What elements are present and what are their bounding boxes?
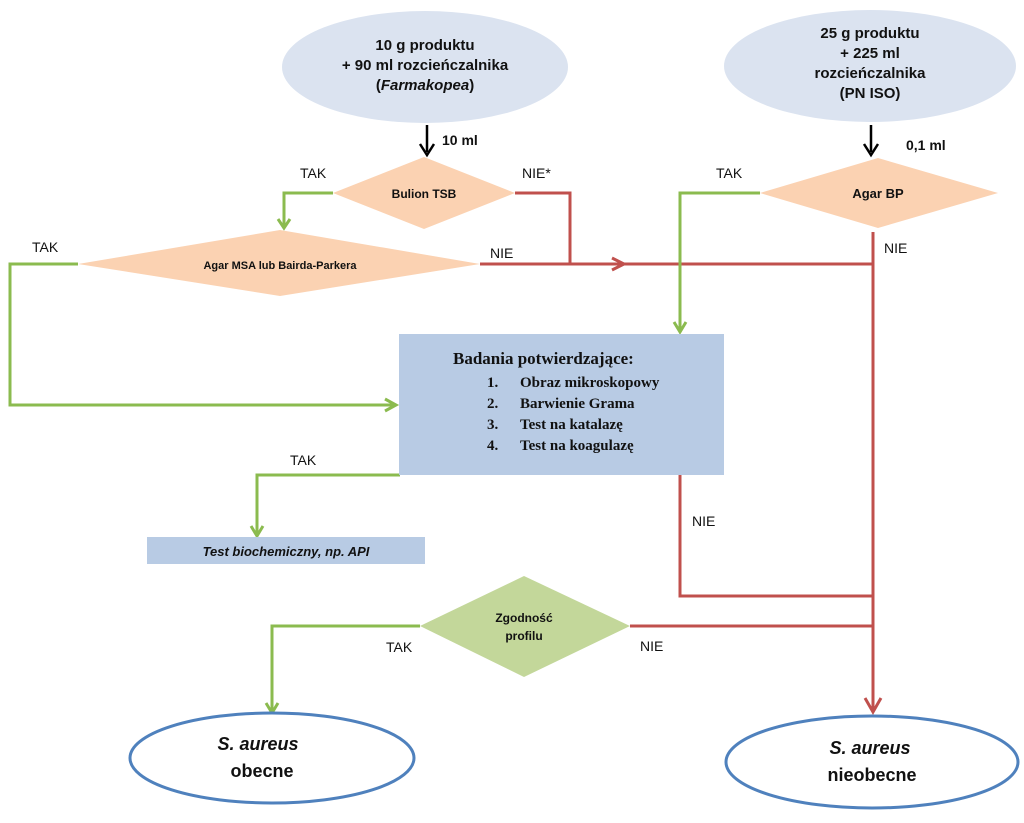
decision-agar-bp-label: Agar BP <box>852 186 904 201</box>
decision-zgodnosc-line1: Zgodność <box>495 611 553 625</box>
volume-label-left: 10 ml <box>442 132 478 148</box>
tak-agar-msa-line <box>8 262 395 407</box>
label-tak-bulion: TAK <box>300 165 327 181</box>
end-ellipse-present: S. aureus obecne <box>128 711 416 805</box>
confirmation-item-4-num: 4. <box>487 438 499 454</box>
confirmation-title: Badania potwierdzające: <box>453 349 634 368</box>
decision-agar-msa-label: Agar MSA lub Bairda-Parkera <box>203 260 357 272</box>
confirmation-item-4-text: Test na koagulazę <box>520 438 634 454</box>
label-tak-agar-msa: TAK <box>32 239 59 255</box>
volume-arrow-right-head <box>862 143 880 158</box>
start-right-line3: rozcieńczalnika <box>815 65 927 82</box>
decision-zgodnosc-line2: profilu <box>505 629 542 643</box>
label-nie-agar-msa: NIE <box>490 245 513 261</box>
volume-label-right: 0,1 ml <box>906 137 946 153</box>
confirmation-item-3-num: 3. <box>487 417 499 433</box>
start-right-line4: (PN ISO) <box>840 85 901 102</box>
nie-bulion-line <box>515 191 620 266</box>
start-ellipse-right: 25 g produktu + 225 ml rozcieńczalnika (… <box>724 10 1016 122</box>
end-absent-species: S. aureus <box>829 738 910 758</box>
tak-confirm-arrowhead <box>249 525 265 539</box>
end-absent-status: nieobecne <box>827 765 916 785</box>
label-tak-confirm: TAK <box>290 452 317 468</box>
tak-agar-bp-arrowhead <box>672 321 688 335</box>
confirmation-box: Badania potwierdzające: 1. Obraz mikrosk… <box>399 334 724 475</box>
start-left-line1: 10 g produktu <box>375 37 474 54</box>
start-ellipse-left: 10 g produktu + 90 ml rozcieńczalnika (F… <box>282 11 568 123</box>
start-right-line1: 25 g produktu <box>820 25 919 42</box>
biochem-test-box: Test biochemiczny, np. API <box>147 537 425 564</box>
decision-bulion-tsb: Bulion TSB <box>333 157 515 229</box>
decision-bulion-label: Bulion TSB <box>392 187 457 201</box>
label-nie-agar-bp: NIE <box>884 240 907 256</box>
start-right-line2: + 225 ml <box>840 45 900 62</box>
nie-confirm-line <box>678 475 873 598</box>
label-tak-zgodnosc: TAK <box>386 639 413 655</box>
nie-main-arrowhead <box>863 697 883 716</box>
decision-agar-bp: Agar BP <box>760 158 998 228</box>
nie-connectors <box>480 191 883 716</box>
confirmation-item-3-text: Test na katalazę <box>520 417 623 433</box>
confirmation-item-1-num: 1. <box>487 375 499 391</box>
label-nie-zgodnosc: NIE <box>640 638 663 654</box>
confirmation-item-1-text: Obraz mikroskopowy <box>520 375 660 391</box>
tak-agar-bp-line <box>678 191 760 330</box>
confirmation-item-2-num: 2. <box>487 396 499 412</box>
decision-agar-msa: Agar MSA lub Bairda-Parkera <box>78 230 480 296</box>
confirmation-item-2-text: Barwienie Grama <box>520 396 635 412</box>
label-nie-bulion: NIE* <box>522 165 551 181</box>
tak-bulion-line <box>282 191 333 226</box>
tak-zgodnosc-line <box>270 624 420 712</box>
tak-agar-msa-arrowhead <box>384 397 400 413</box>
tak-confirm-line <box>255 473 400 534</box>
tak-connectors <box>8 191 760 716</box>
decision-zgodnosc: Zgodność profilu <box>420 576 630 677</box>
label-tak-agar-bp: TAK <box>716 165 743 181</box>
end-ellipse-absent: S. aureus nieobecne <box>724 714 1020 810</box>
label-nie-confirm: NIE <box>692 513 715 529</box>
end-present-status: obecne <box>230 761 293 781</box>
biochem-test-label: Test biochemiczny, np. API <box>203 544 370 559</box>
volume-arrows <box>418 125 880 158</box>
start-left-line2: + 90 ml rozcieńczalnika <box>342 57 509 74</box>
start-left-line3: (Farmakopea) <box>376 77 474 94</box>
end-present-species: S. aureus <box>217 734 298 754</box>
volume-arrow-left-head <box>418 143 436 158</box>
tak-bulion-arrowhead <box>276 218 292 231</box>
